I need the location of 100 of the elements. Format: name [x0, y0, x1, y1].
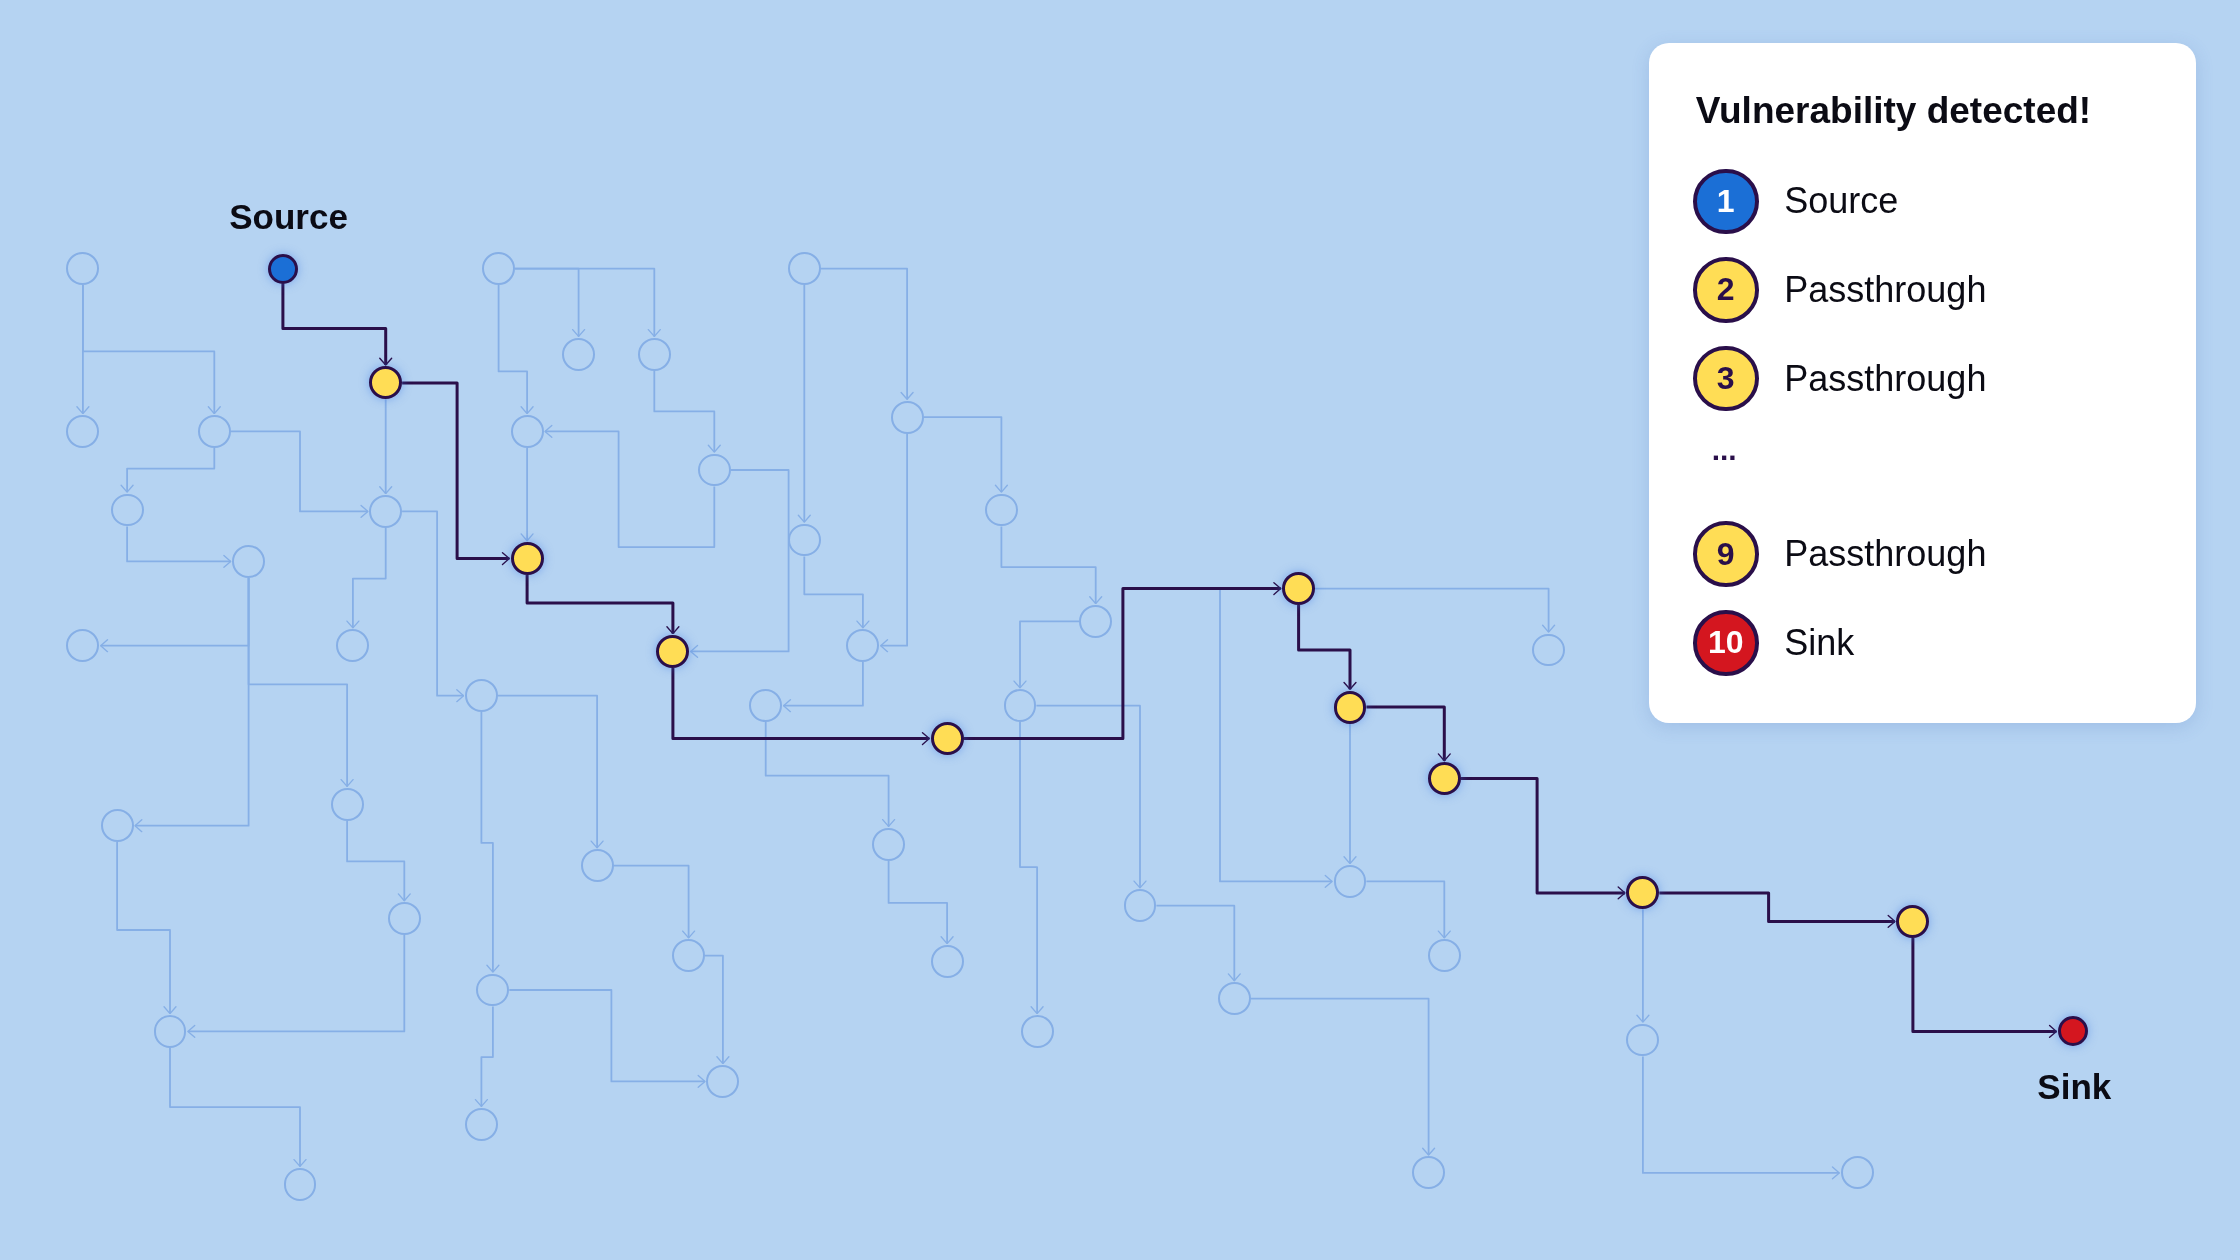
graph-node: [1427, 939, 1461, 973]
graph-node: [330, 787, 364, 821]
graph-node: [1123, 889, 1157, 923]
ellipsis-text: ...: [1711, 433, 1737, 468]
graph-node: [1079, 605, 1113, 638]
arrow: [497, 284, 534, 415]
passthrough-node: [656, 635, 690, 668]
arrow: [803, 555, 870, 629]
arrow: [797, 284, 811, 523]
graph-node: [465, 679, 498, 713]
passthrough-node: [1282, 572, 1315, 605]
graph-node: [846, 629, 880, 663]
arrow: [1035, 704, 1147, 889]
arrow: [819, 267, 914, 401]
highlighted-arrow: [525, 575, 680, 635]
arrow: [229, 430, 369, 519]
graph-node: [66, 629, 100, 663]
graph-node: [66, 252, 100, 285]
node-label: Source: [229, 197, 348, 238]
number-badge: 3: [1692, 345, 1759, 412]
arrow: [187, 934, 406, 1039]
highlighted-arrow: [1659, 891, 1896, 929]
card-title: Vulnerability detected!: [1695, 90, 2092, 132]
graph-node: [890, 400, 924, 434]
highlighted-arrow: [671, 667, 930, 746]
graph-node: [787, 252, 821, 285]
arrow: [82, 284, 221, 415]
passthrough-node: [1896, 905, 1930, 938]
graph-node: [465, 1107, 498, 1141]
node-label: Sink: [2037, 1067, 2112, 1108]
graph-node: [153, 1015, 187, 1048]
legend-text: Passthrough: [1784, 356, 1987, 401]
arrow: [1019, 721, 1044, 1015]
graph-node: [1840, 1156, 1874, 1190]
graph-node: [706, 1065, 740, 1098]
passthrough-node: [1333, 690, 1367, 724]
arrow: [401, 510, 465, 703]
arrow: [782, 661, 864, 713]
graph-node: [1003, 689, 1037, 723]
arrow: [520, 447, 534, 542]
arrow: [1249, 997, 1436, 1156]
graph-node: [1020, 1015, 1054, 1048]
arrow: [653, 369, 721, 453]
graph-node: [637, 337, 671, 371]
graph-node: [580, 849, 614, 883]
source-node: [267, 253, 298, 284]
highlighted-arrow: [402, 381, 510, 566]
legend-text: Passthrough: [1784, 268, 1987, 312]
arrow: [497, 694, 604, 849]
graph-node: [66, 415, 100, 448]
graph-node: [1333, 865, 1367, 898]
arrow: [612, 864, 696, 939]
arrow: [879, 432, 908, 653]
graph-node: [369, 495, 403, 528]
graph-node: [387, 902, 421, 935]
graph-node: [1626, 1023, 1660, 1057]
graph-node: [1217, 982, 1251, 1015]
passthrough-node: [369, 366, 403, 400]
legend-text: Passthrough: [1784, 532, 1987, 577]
number-badge: 9: [1692, 521, 1759, 588]
arrow: [1636, 908, 1650, 1023]
graph-node: [562, 337, 595, 371]
arrow: [480, 711, 500, 973]
graph-node: [697, 453, 731, 487]
highlighted-arrow: [281, 283, 393, 366]
highlighted-arrow: [1366, 705, 1451, 762]
arrow: [514, 267, 661, 338]
arrow: [474, 1005, 494, 1108]
arrow: [346, 527, 387, 629]
legend-text: Sink: [1784, 620, 1855, 665]
arrow: [1155, 904, 1241, 982]
number-badge: 2: [1692, 257, 1759, 323]
arrow: [346, 819, 411, 902]
graph-node: [232, 545, 265, 578]
number-badge: 10: [1692, 610, 1759, 676]
arrow: [379, 398, 393, 495]
legend-card: [1648, 42, 2196, 723]
graph-node: [510, 415, 544, 448]
graph-node: [985, 493, 1018, 527]
legend-text: Source: [1784, 179, 1899, 224]
graph-node: [930, 945, 964, 978]
passthrough-node: [510, 542, 544, 575]
graph-node: [110, 493, 144, 527]
graph-node: [482, 252, 515, 285]
graph-node: [336, 629, 370, 663]
sink-node: [2057, 1016, 2088, 1047]
graph-node: [749, 689, 783, 723]
passthrough-node: [1626, 876, 1660, 910]
arrow: [116, 841, 177, 1015]
arrow: [689, 469, 790, 659]
highlighted-arrow: [1460, 777, 1626, 900]
arrow: [1013, 620, 1081, 689]
graph-node: [283, 1167, 317, 1201]
passthrough-node: [1427, 762, 1461, 795]
graph-node: [100, 809, 134, 843]
arrow: [508, 989, 706, 1089]
arrow: [120, 447, 216, 493]
arrow: [134, 577, 250, 833]
graph-node: [1412, 1156, 1445, 1190]
arrow: [126, 525, 232, 569]
